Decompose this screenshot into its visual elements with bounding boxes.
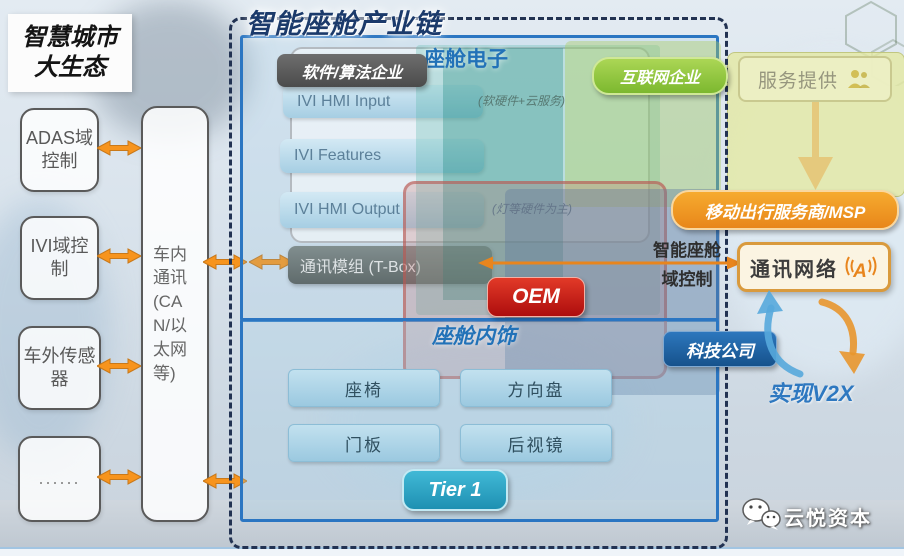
service-provider-label: 服务提供 xyxy=(757,70,838,92)
comm-network-label: 通讯网络 xyxy=(750,258,838,281)
node-label: ...... xyxy=(38,468,81,489)
interior-item-door-panel: 门板 xyxy=(288,424,440,462)
node-label: 车外传感器 xyxy=(23,345,96,389)
double-arrow-icon xyxy=(97,140,141,156)
in-vehicle-bus-box: 车内通讯(CAN/以太网等) xyxy=(141,106,209,522)
bottom-strip xyxy=(0,547,904,556)
cockpit-domain-controller-label: 智能座舱 域控制 xyxy=(645,237,729,295)
eco-title-line1: 智慧城市 xyxy=(22,24,118,51)
double-arrow-icon xyxy=(97,248,141,264)
people-icon xyxy=(848,70,870,88)
bus-label: 车内通讯(CAN/以太网等) xyxy=(153,244,187,383)
internet-companies-pill: 互联网企业 xyxy=(592,57,728,95)
node-label: IVI域控制 xyxy=(30,235,89,279)
row-tbox-module: 通讯模组 (T-Box) xyxy=(288,246,492,284)
wechat-brand-icon xyxy=(742,498,781,530)
interior-item-seat: 座椅 xyxy=(288,369,440,407)
row-note-output: (灯等硬件为主) xyxy=(492,202,572,216)
item-label: 后视镜 xyxy=(507,435,565,455)
tbox-network-connector-arrow xyxy=(478,256,742,270)
node-ellipsis: ...... xyxy=(18,436,101,522)
item-label: 方向盘 xyxy=(507,380,565,400)
eco-title-box: 智慧城市 大生态 xyxy=(8,14,132,92)
double-arrow-icon xyxy=(97,469,141,485)
item-label: 座椅 xyxy=(345,380,383,400)
row-label: IVI HMI Input xyxy=(297,92,391,110)
v2x-down-arrow-icon xyxy=(818,298,865,374)
service-down-arrow-icon xyxy=(798,102,833,190)
industry-chain-title: 智能座舱产业链 xyxy=(246,9,442,39)
node-adas-domain: ADAS域控制 xyxy=(20,108,99,192)
software-algorithm-pill: 软件/算法企业 xyxy=(277,54,427,87)
row-ivi-hmi-input: IVI HMI Input xyxy=(283,85,483,118)
comm-network-box: 通讯网络 A xyxy=(737,242,891,292)
tech-company-pill: 科技公司 xyxy=(663,331,777,367)
cockpit-electronics-label: 座舱电子 xyxy=(424,48,508,71)
node-ivi-domain: IVI域控制 xyxy=(20,216,99,300)
row-label: 通讯模组 (T-Box) xyxy=(300,259,421,276)
svg-text:A: A xyxy=(852,261,869,282)
row-label: IVI HMI Output xyxy=(294,201,400,218)
tier1-pill: Tier 1 xyxy=(402,469,508,511)
double-arrow-icon xyxy=(97,358,141,374)
brand-name: 云悦资本 xyxy=(784,508,872,530)
node-label: ADAS域控制 xyxy=(25,127,94,171)
row-ivi-hmi-output: IVI HMI Output xyxy=(280,192,484,228)
row-label: IVI Features xyxy=(294,147,382,164)
cockpit-interior-label: 座舱内饰 xyxy=(432,325,516,348)
row-note-input: (软硬件+云服务) xyxy=(478,94,566,108)
oem-pill: OEM xyxy=(487,277,585,317)
v2x-label: 实现V2X xyxy=(768,381,854,406)
row-ivi-features: IVI Features xyxy=(280,139,484,173)
dc-line2: 域控制 xyxy=(661,269,713,289)
node-exterior-sensors: 车外传感器 xyxy=(18,326,101,410)
eco-title-line2: 大生态 xyxy=(34,54,106,81)
interior-item-rearview-mirror: 后视镜 xyxy=(460,424,612,462)
antenna-icon: A xyxy=(845,256,877,282)
interior-item-steering-wheel: 方向盘 xyxy=(460,369,612,407)
msp-pill: 移动出行服务商/MSP xyxy=(671,190,899,230)
item-label: 门板 xyxy=(345,435,383,455)
dc-line1: 智能座舱 xyxy=(653,241,721,260)
v2x-up-arrow-icon xyxy=(757,290,804,378)
service-provider-box: 服务提供 xyxy=(738,56,892,102)
